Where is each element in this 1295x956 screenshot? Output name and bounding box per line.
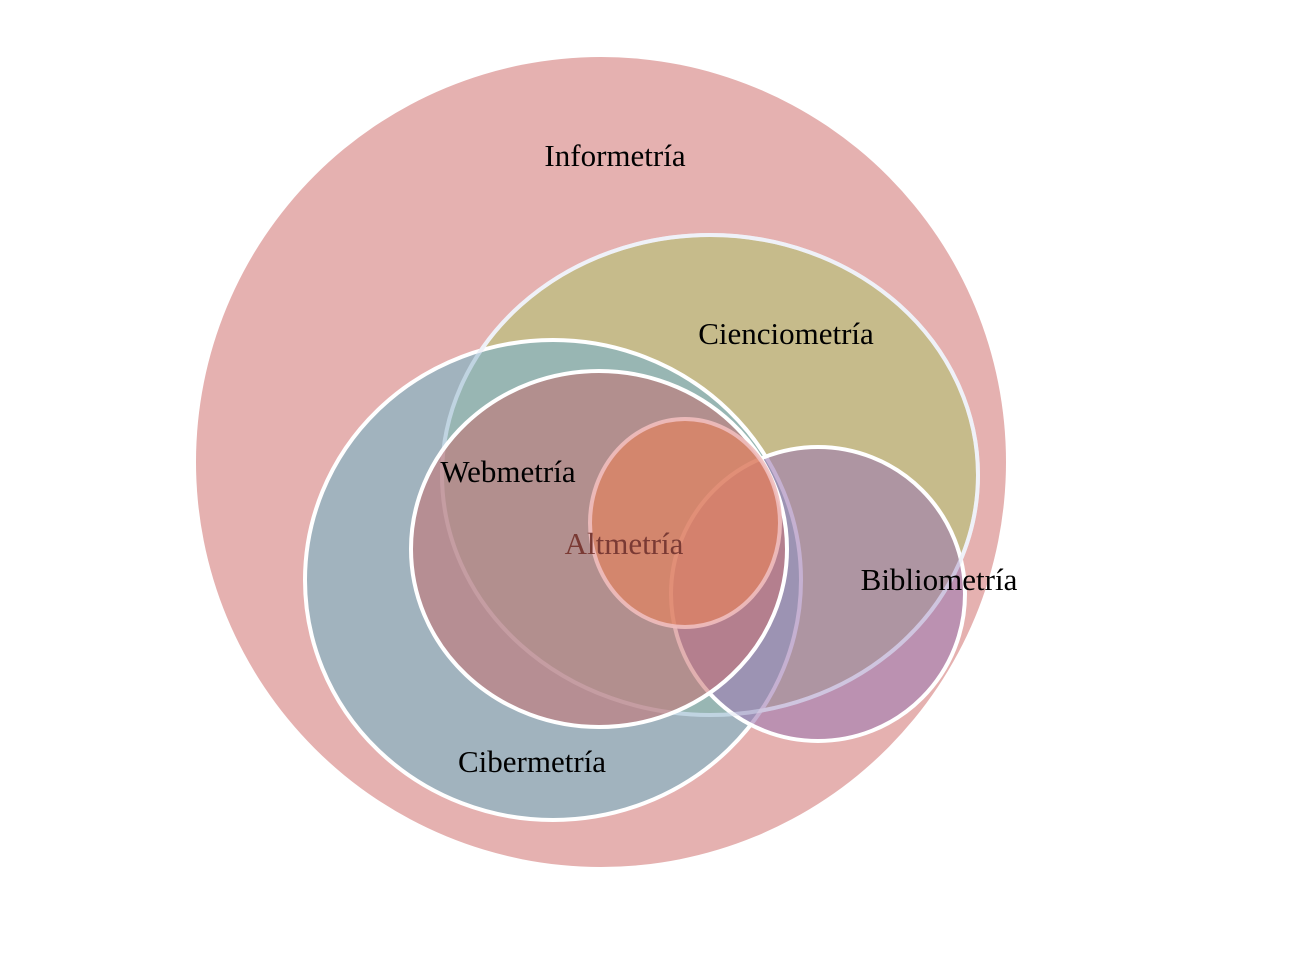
label-informetria: Informetría	[544, 138, 685, 173]
label-cienciometria: Cienciometría	[698, 316, 874, 351]
label-bibliometria: Bibliometría	[861, 562, 1018, 597]
label-cibermetria: Cibermetría	[458, 744, 606, 779]
label-altmetria: Altmetría	[565, 526, 684, 561]
label-webmetria: Webmetría	[440, 454, 575, 489]
set-altmetria	[588, 417, 782, 629]
